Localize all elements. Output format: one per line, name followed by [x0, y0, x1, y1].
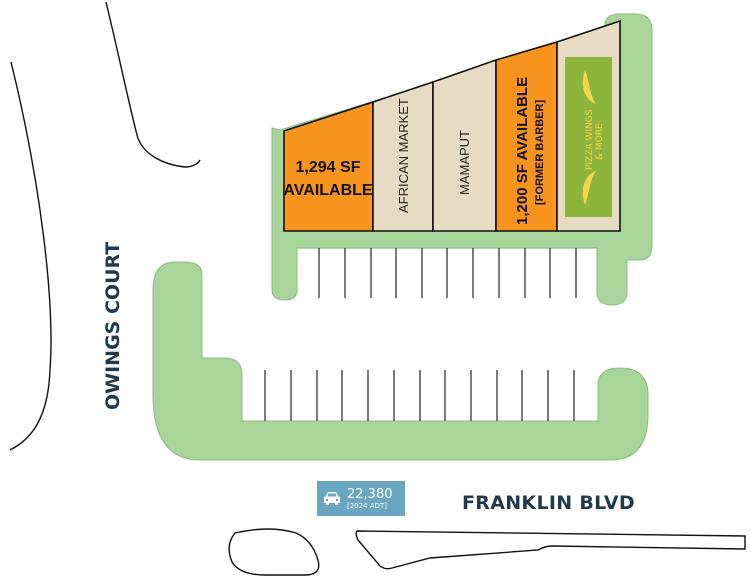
road-label-franklin-blvd: FRANKLIN BLVD: [462, 492, 635, 514]
unit-1-size: 1,294 SF: [296, 159, 361, 176]
owings-court-left-curb: [9, 61, 52, 451]
traffic-count-badge: 22,380 [2024 ADT]: [317, 481, 405, 516]
wing-icon-bottom: [582, 171, 596, 205]
traffic-island-left: [228, 528, 320, 576]
tenant-sign-line1: PIZZA WINGS: [585, 109, 595, 170]
traffic-count-note: [2024 ADT]: [347, 501, 387, 510]
median-franklin: [355, 530, 746, 570]
unit-1-status: AVAILABLE: [283, 182, 373, 199]
unit-2-label: AFRICAN MARKET: [396, 98, 411, 213]
tenant-sign-line2: & MORE: [595, 123, 605, 160]
unit-4-note: [FORMER BARBER]: [534, 100, 546, 205]
traffic-count: 22,380: [347, 486, 393, 502]
parking-row-lower: [264, 370, 575, 421]
landscape-strip-lower: [152, 261, 649, 461]
unit-4-size: 1,200 SF AVAILABLE: [514, 77, 531, 225]
wing-icon-top: [582, 70, 596, 104]
car-icon: [317, 491, 347, 507]
parking-row-upper: [297, 247, 597, 298]
owings-court-right-curb: [105, 1, 201, 168]
unit-3-label: MAMAPUT: [457, 130, 472, 195]
road-label-owings-court: OWINGS COURT: [102, 241, 124, 410]
